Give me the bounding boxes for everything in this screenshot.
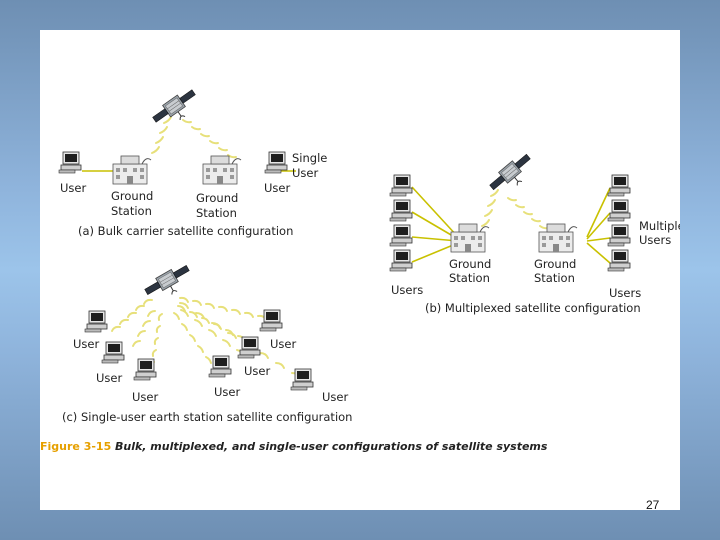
label-user: User — [292, 166, 318, 180]
page-number: 27 — [646, 498, 660, 512]
ground-station-icon — [112, 155, 152, 185]
computer-icon — [264, 151, 288, 174]
computer-icon — [389, 199, 413, 222]
caption-a: (a) Bulk carrier satellite configuration — [78, 224, 293, 238]
computer-icon — [389, 249, 413, 272]
computer-icon — [58, 151, 82, 174]
label-users: Users — [639, 233, 671, 247]
signal-waves-a — [151, 106, 237, 159]
ground-station-icon — [202, 155, 242, 185]
label-ground: Ground — [534, 257, 576, 271]
slide: User Ground Station Ground Station Singl… — [40, 30, 680, 512]
label-multiple: Multiple — [639, 219, 680, 233]
computer-icon — [237, 336, 261, 359]
computer-icon — [607, 249, 631, 272]
label-user: User — [244, 364, 270, 378]
panel-b: Users Ground Station Ground Station Mult… — [389, 150, 680, 315]
label-users: Users — [391, 283, 423, 297]
computer-icon — [133, 358, 157, 381]
label-station: Station — [534, 271, 575, 285]
label-user: User — [132, 390, 158, 404]
figure-title: Bulk, multiplexed, and single-user confi… — [115, 440, 548, 453]
figure-number: Figure 3-15 — [40, 440, 111, 453]
label-ground: Ground — [449, 257, 491, 271]
ground-station-icon — [450, 223, 490, 253]
signal-waves-b — [481, 189, 549, 230]
caption-b: (b) Multiplexed satellite configuration — [425, 301, 641, 315]
panel-c: User User User User User User User (c) S… — [62, 261, 352, 424]
label-station: Station — [449, 271, 490, 285]
label-user: User — [96, 371, 122, 385]
label-station: Station — [111, 204, 152, 218]
label-user: User — [73, 337, 99, 351]
label-user: User — [322, 390, 348, 404]
label-user: User — [214, 385, 240, 399]
panel-a: User Ground Station Ground Station Singl… — [58, 86, 327, 238]
label-station: Station — [196, 206, 237, 220]
label-user: User — [60, 181, 86, 195]
computer-icon — [389, 174, 413, 197]
computer-icon — [389, 224, 413, 247]
label-user: User — [264, 181, 290, 195]
satellite-b — [486, 150, 539, 200]
computer-icon — [290, 368, 314, 391]
signal-waves-c — [111, 296, 301, 379]
label-single: Single — [292, 151, 327, 165]
label-users: Users — [609, 286, 641, 300]
computer-icon — [101, 341, 125, 364]
satellite-configurations-diagram: User Ground Station Ground Station Singl… — [40, 86, 680, 453]
computer-icon — [607, 224, 631, 247]
computer-icon — [84, 310, 108, 333]
links-b — [411, 186, 611, 264]
caption-c: (c) Single-user earth station satellite … — [62, 410, 352, 424]
computer-icon — [208, 355, 232, 378]
label-user: User — [270, 337, 296, 351]
label-ground: Ground — [111, 189, 153, 203]
label-ground: Ground — [196, 191, 238, 205]
computer-icon — [607, 174, 631, 197]
satellite-c — [142, 261, 196, 306]
satellite-a — [149, 86, 203, 133]
computer-icon — [259, 309, 283, 332]
computer-icon — [607, 199, 631, 222]
